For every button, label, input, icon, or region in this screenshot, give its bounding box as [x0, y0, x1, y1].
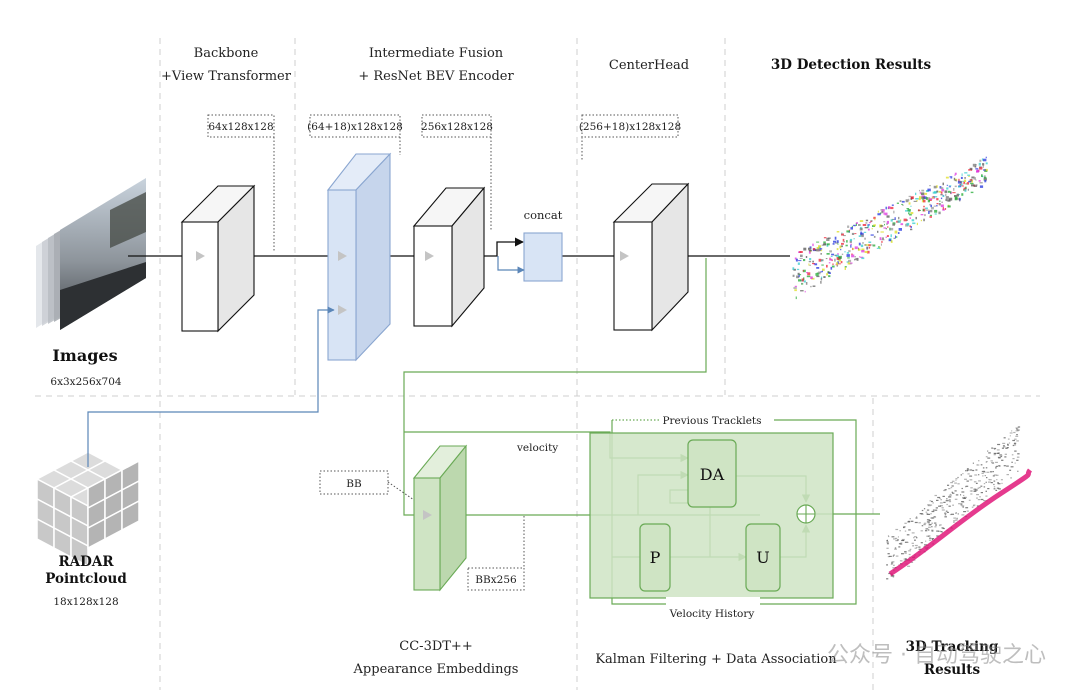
radar-title-line1: RADAR [58, 554, 114, 570]
dim-box-head-in [581, 114, 679, 138]
tracking-label-line1: 3D Tracking [906, 639, 999, 655]
velocity-label: velocity [516, 442, 558, 454]
detection-pointcloud [792, 156, 988, 300]
dim-labels [207, 114, 679, 591]
camera-images-stack [36, 178, 146, 330]
dim-head-in: (256+18)x128x128 [579, 121, 681, 133]
u-label: U [756, 548, 769, 567]
velocity-history-label: Velocity History [669, 608, 755, 620]
backbone-block [180, 184, 256, 333]
backbone-header-line2: +View Transformer [161, 69, 292, 84]
dim-fusion-in: (64+18)x128x128 [307, 121, 403, 133]
fusion-header-line1: Intermediate Fusion [369, 46, 504, 61]
radar-flow-lines [87, 256, 525, 467]
inner-arrows [196, 251, 629, 315]
dim-box-bbx256 [467, 567, 525, 591]
tracking-pointcloud [886, 426, 1033, 580]
centerhead-header: CenterHead [609, 58, 689, 73]
previous-tracklets-label: Previous Tracklets [662, 415, 761, 427]
p-label: P [650, 548, 661, 567]
fusion-output-block [412, 186, 486, 328]
p-block [639, 523, 671, 592]
appearance-embedding-block [412, 444, 468, 592]
dim-bbx256: BBx256 [475, 574, 517, 586]
radar-cube-icon [35, 451, 141, 568]
dim-backbone-out: 64x128x128 [208, 121, 273, 133]
cc3dt-label-line1: CC-3DT++ [399, 639, 472, 654]
concat-block: concat [523, 208, 563, 282]
fusion-header-line2: + ResNet BEV Encoder [358, 69, 514, 84]
da-block [687, 439, 737, 508]
radar-dims: 18x128x128 [53, 596, 118, 608]
cc3dt-label-line2: Appearance Embeddings [353, 662, 519, 677]
watermark: 公众号 · 自动驾驶之心 [827, 643, 1046, 668]
da-label: DA [700, 465, 725, 484]
kalman-label: Kalman Filtering + Data Association [595, 652, 837, 667]
fusion-input-block [326, 152, 392, 362]
dim-bb: BB [346, 478, 362, 490]
u-block [745, 523, 781, 592]
column-headers: Backbone +View Transformer Intermediate … [161, 46, 931, 84]
backbone-header-line1: Backbone [194, 46, 259, 61]
radar-title-line2: Pointcloud [45, 571, 127, 587]
images-title: Images [52, 346, 117, 365]
images-dims: 6x3x256x704 [50, 376, 122, 388]
column-dividers [35, 38, 1040, 690]
concat-label: concat [524, 208, 563, 222]
dim-box-backbone [207, 114, 275, 138]
kalman-box: DA P U [589, 432, 834, 599]
tracking-label-line2: Results [924, 662, 981, 678]
centerhead-block [612, 182, 690, 332]
dim-fusion-out: 256x128x128 [421, 121, 493, 133]
detection-header: 3D Detection Results [771, 57, 932, 73]
